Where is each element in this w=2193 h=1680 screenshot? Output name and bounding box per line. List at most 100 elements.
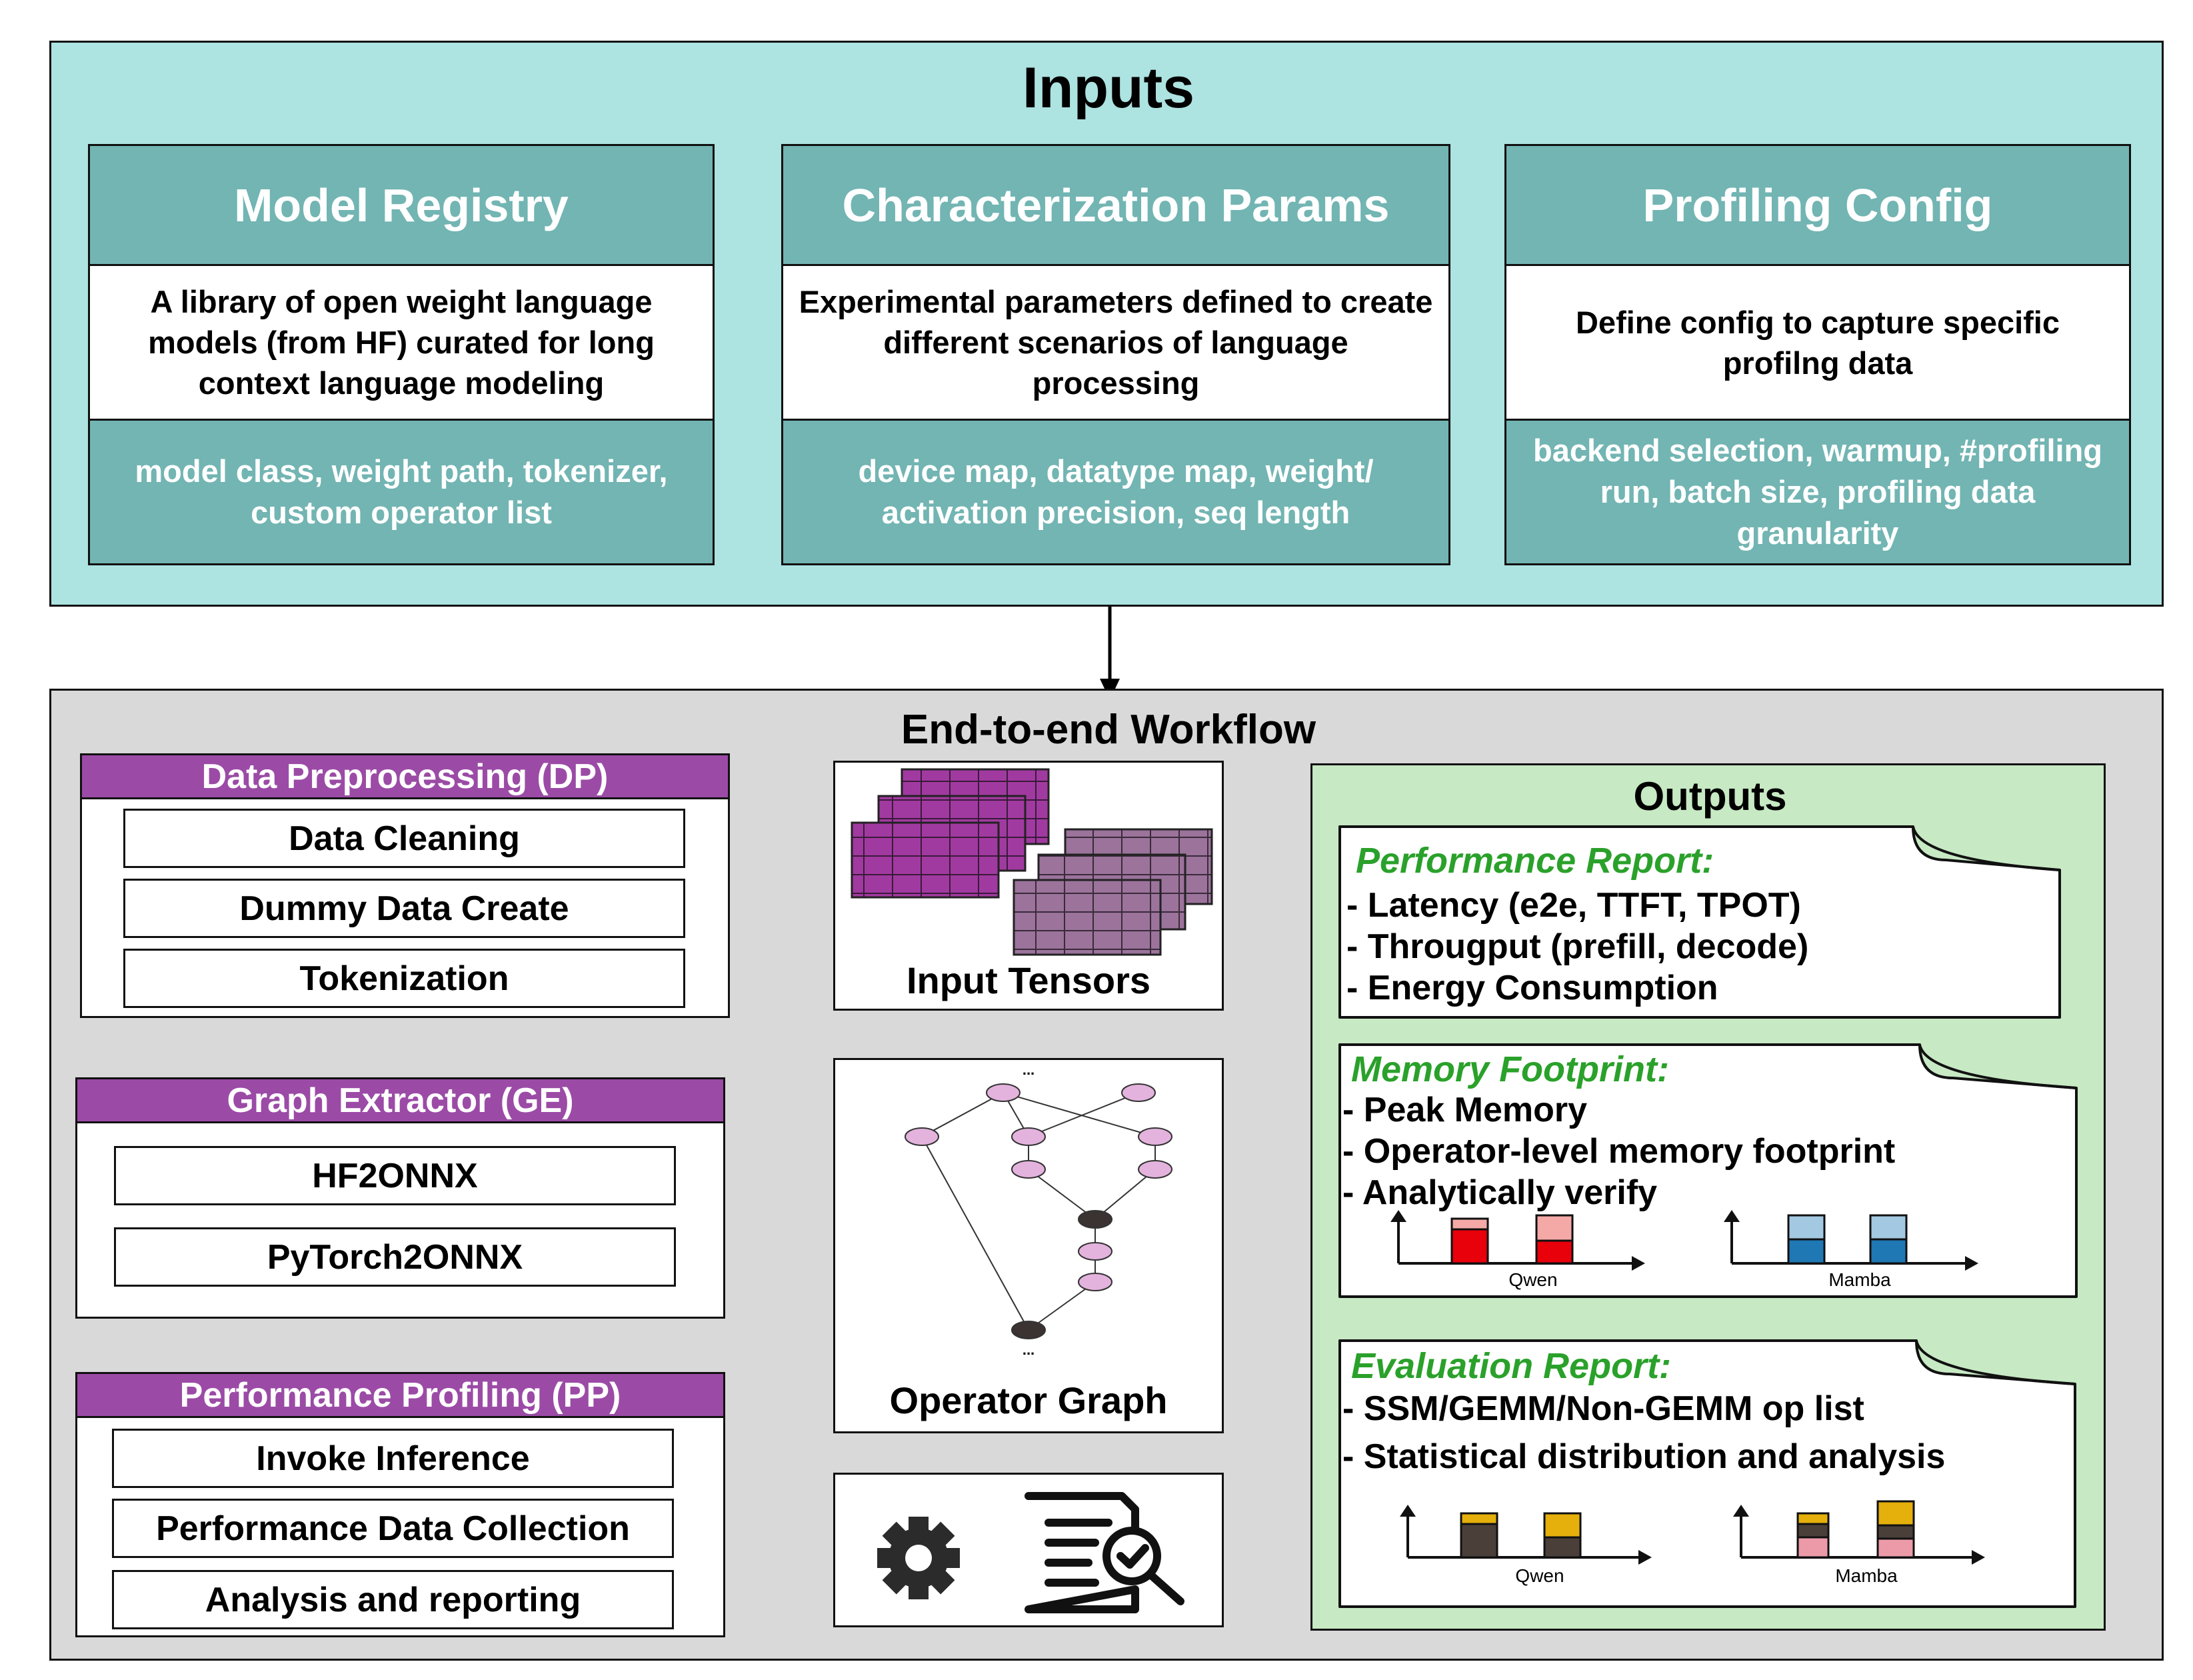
graph-node — [1078, 1242, 1112, 1261]
arrowhead-icon — [1638, 1550, 1652, 1565]
performance-report-title: Performance Report: — [1356, 841, 1714, 881]
graph-node — [1078, 1210, 1112, 1229]
step-dummy-data-create: Dummy Data Create — [123, 879, 685, 938]
memory-chart-label-mamba: Mamba — [1828, 1269, 1891, 1290]
bar-qwen-2-top — [1535, 1214, 1574, 1242]
card-params: device map, datatype map, weight/ activa… — [783, 421, 1448, 563]
bar-qwen-2-base — [1535, 1239, 1574, 1265]
card-params: model class, weight path, tokenizer, cus… — [90, 421, 713, 563]
bar-qwen-1-base — [1450, 1228, 1489, 1265]
evaluation-report-title: Evaluation Report: — [1351, 1346, 1672, 1386]
panel-title: Performance Profiling (PP) — [77, 1374, 723, 1418]
card-title: Profiling Config — [1506, 146, 2129, 266]
graph-node — [1121, 1083, 1156, 1102]
operator-graph-diagram — [905, 1083, 1172, 1339]
bar-eval-mamba-1-mid — [1796, 1523, 1830, 1539]
inputs-title: Inputs — [1023, 55, 1194, 120]
panel-title: Data Preprocessing (DP) — [82, 755, 728, 799]
evaluation-chart-label-mamba: Mamba — [1835, 1565, 1898, 1586]
card-characterization-params: Characterization Params Experimental par… — [781, 144, 1450, 565]
performance-report-doc — [1338, 825, 2061, 1019]
graph-node — [1011, 1160, 1046, 1179]
input-tensors-label: Input Tensors — [906, 959, 1151, 1001]
arrowhead-icon — [1972, 1550, 1985, 1565]
input-tensors-box: Input Tensors — [833, 761, 1224, 1011]
panel-title: Graph Extractor (GE) — [77, 1079, 723, 1123]
bar-mamba-2-top — [1869, 1214, 1908, 1241]
performance-report-fold — [1912, 826, 2060, 871]
memory-footprint-fold — [1918, 1044, 2077, 1089]
data-preprocessing-panel: Data Preprocessing (DP) Data Cleaning Du… — [80, 753, 730, 1018]
memory-line-peak: - Peak Memory — [1342, 1091, 1588, 1129]
performance-profiling-panel: Performance Profiling (PP) Invoke Infere… — [75, 1372, 725, 1637]
gear-icon — [877, 1517, 960, 1599]
arrowhead-icon — [1724, 1210, 1740, 1222]
card-profiling-config: Profiling Config Define config to captur… — [1504, 144, 2131, 565]
inputs-section: Inputs Model Registry A library of open … — [49, 41, 2164, 607]
bar-mamba-1-top — [1787, 1214, 1826, 1241]
bar-qwen-1-top — [1450, 1217, 1489, 1231]
operator-graph-label: Operator Graph — [889, 1379, 1168, 1421]
evaluation-line-statistical: - Statistical distribution and analysis — [1342, 1437, 1946, 1476]
card-title: Characterization Params — [783, 146, 1448, 266]
arrowhead-icon — [1733, 1505, 1749, 1517]
card-description: Experimental parameters defined to creat… — [783, 266, 1448, 421]
step-data-cleaning: Data Cleaning — [123, 809, 685, 868]
bar-eval-qwen-2-top — [1543, 1512, 1582, 1539]
step-analysis-and-reporting: Analysis and reporting — [112, 1570, 674, 1629]
tensor-stack-icon — [851, 768, 1213, 956]
graph-ellipsis-bottom: ... — [1022, 1341, 1035, 1358]
card-description: Define config to capture specific profil… — [1506, 266, 2129, 421]
step-hf2onnx: HF2ONNX — [114, 1146, 676, 1205]
graph-node — [986, 1083, 1021, 1102]
bar-mamba-1-base — [1787, 1238, 1826, 1265]
bar-eval-qwen-1-top — [1460, 1512, 1498, 1525]
bar-eval-mamba-2-mid — [1876, 1524, 1915, 1540]
bar-eval-qwen-2-base — [1543, 1536, 1582, 1559]
graph-node — [1138, 1160, 1172, 1179]
graph-node — [1078, 1273, 1112, 1291]
evaluation-line-op-list: - SSM/GEMM/Non-GEMM op list — [1342, 1389, 1864, 1428]
graph-node — [1138, 1127, 1172, 1146]
step-invoke-inference: Invoke Inference — [112, 1429, 674, 1488]
outputs-title: Outputs — [1633, 773, 1787, 819]
bar-eval-qwen-1-base — [1460, 1523, 1498, 1559]
memory-chart-qwen — [1397, 1217, 1634, 1265]
memory-line-operator-level: - Operator-level memory footprint — [1342, 1132, 1896, 1171]
graph-extractor-panel: Graph Extractor (GE) HF2ONNX PyTorch2ONN… — [75, 1077, 725, 1319]
memory-line-analytically-verify: - Analytically verify — [1342, 1173, 1658, 1212]
arrowhead-icon — [1965, 1256, 1978, 1271]
step-tokenization: Tokenization — [123, 949, 685, 1008]
arrowhead-icon — [1400, 1505, 1416, 1517]
step-pytorch2onnx: PyTorch2ONNX — [114, 1227, 676, 1287]
bar-eval-mamba-2-base — [1876, 1537, 1915, 1559]
graph-node — [1011, 1127, 1046, 1146]
memory-footprint-title: Memory Footprint: — [1351, 1049, 1669, 1089]
card-description: A library of open weight language models… — [90, 266, 713, 421]
card-params: backend selection, warmup, #profiling ru… — [1506, 421, 2129, 563]
evaluation-report-fold — [1915, 1340, 2076, 1385]
evaluation-chart-label-qwen: Qwen — [1515, 1565, 1564, 1586]
workflow-title: End-to-end Workflow — [901, 706, 1316, 753]
arrowhead-icon — [1390, 1210, 1406, 1222]
evaluation-chart-mamba — [1740, 1512, 1974, 1559]
bar-mamba-2-base — [1869, 1238, 1908, 1265]
memory-chart-label-qwen: Qwen — [1508, 1269, 1558, 1290]
evaluation-chart-qwen — [1406, 1512, 1641, 1559]
bar-eval-mamba-1-base — [1796, 1536, 1830, 1559]
arrowhead-icon — [1632, 1256, 1645, 1271]
profiler-box — [833, 1473, 1224, 1627]
card-model-registry: Model Registry A library of open weight … — [88, 144, 715, 565]
report-search-icon — [1025, 1492, 1184, 1613]
memory-chart-mamba — [1730, 1217, 1968, 1265]
graph-ellipsis-top: ... — [1022, 1061, 1035, 1078]
graph-node — [905, 1127, 939, 1146]
bar-eval-mamba-2-top — [1876, 1500, 1915, 1527]
step-performance-data-collection: Performance Data Collection — [112, 1499, 674, 1558]
performance-line-energy: - Energy Consumption — [1346, 969, 1718, 1007]
performance-line-latency: - Latency (e2e, TTFT, TPOT) — [1346, 886, 1801, 925]
card-title: Model Registry — [90, 146, 713, 266]
performance-line-throughput: - Througput (prefill, decode) — [1346, 927, 1809, 966]
graph-node — [1011, 1321, 1046, 1339]
